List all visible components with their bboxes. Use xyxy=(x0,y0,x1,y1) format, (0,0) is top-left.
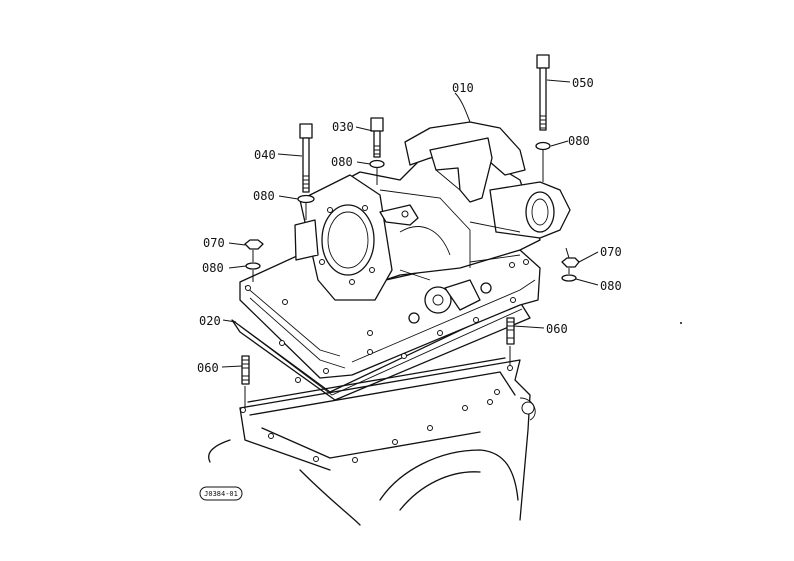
bolt-050 xyxy=(535,54,551,182)
label-060-left: 060 xyxy=(197,361,219,375)
drawing-reference-text: J0384-01 xyxy=(204,490,238,498)
label-080-right-nut: 080 xyxy=(600,279,622,293)
label-060-right: 060 xyxy=(546,322,568,336)
speck xyxy=(680,322,682,324)
label-050: 050 xyxy=(572,76,594,90)
label-020: 020 xyxy=(199,314,221,328)
label-030: 030 xyxy=(332,120,354,134)
stud-right xyxy=(506,317,515,366)
transmission-case xyxy=(239,121,571,379)
nut-070-right xyxy=(561,247,580,282)
label-070-right: 070 xyxy=(600,245,622,259)
label-080-left-nut: 080 xyxy=(202,261,224,275)
label-080-left-bolt: 080 xyxy=(253,189,275,203)
drawing-reference: J0384-01 xyxy=(199,486,243,501)
label-010: 010 xyxy=(452,81,474,95)
gasket xyxy=(231,301,531,401)
label-080-upper: 080 xyxy=(331,155,353,169)
nut-070-left xyxy=(244,239,264,282)
bolt-040 xyxy=(297,123,315,220)
stud-left xyxy=(241,355,250,408)
bolt-030 xyxy=(369,117,385,185)
leader-lines xyxy=(221,79,599,368)
label-040: 040 xyxy=(254,148,276,162)
engine-block xyxy=(208,357,536,526)
label-070-left: 070 xyxy=(203,236,225,250)
label-080-right-top: 080 xyxy=(568,134,590,148)
